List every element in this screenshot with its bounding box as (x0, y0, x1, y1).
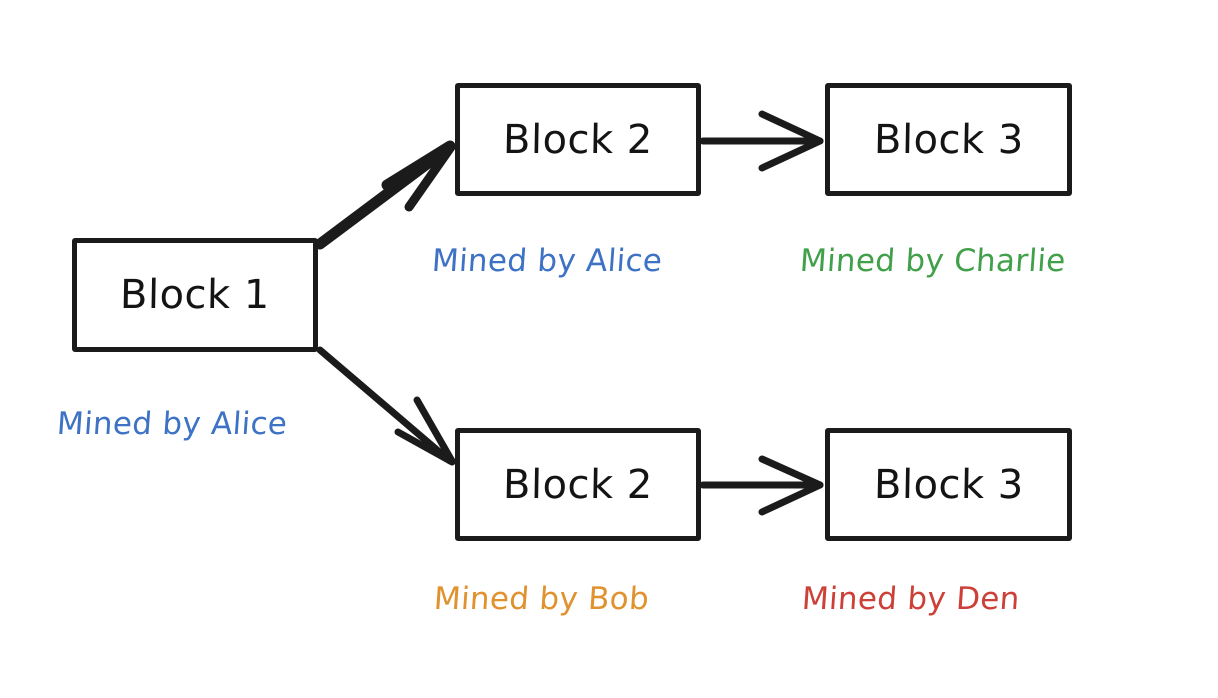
arrow-fork-lower (316, 346, 456, 466)
miner-label-block-2-upper: Mined by Alice (430, 243, 664, 279)
block-node-block-3-lower[interactable]: Block 3 (825, 428, 1072, 541)
block-node-block-2-lower[interactable]: Block 2 (455, 428, 701, 541)
arrow-lower-chain (699, 455, 824, 516)
block-node-block-3-upper[interactable]: Block 3 (825, 83, 1072, 196)
block-node-label: Block 2 (502, 461, 654, 508)
miner-label-block-2-lower: Mined by Bob (432, 581, 651, 617)
block-node-block-1[interactable]: Block 1 (72, 238, 318, 352)
miner-label-block-3-lower: Mined by Den (800, 581, 1021, 617)
arrow-fork-upper (314, 140, 456, 250)
miner-label-block-1: Mined by Alice (55, 406, 289, 442)
block-node-label: Block 2 (502, 116, 654, 163)
block-node-label: Block 1 (119, 272, 271, 318)
block-node-block-2-upper[interactable]: Block 2 (455, 83, 701, 196)
miner-label-block-3-upper: Mined by Charlie (798, 243, 1067, 279)
block-node-label: Block 3 (873, 116, 1024, 163)
arrow-upper-chain (699, 110, 824, 172)
block-node-label: Block 3 (873, 461, 1024, 508)
